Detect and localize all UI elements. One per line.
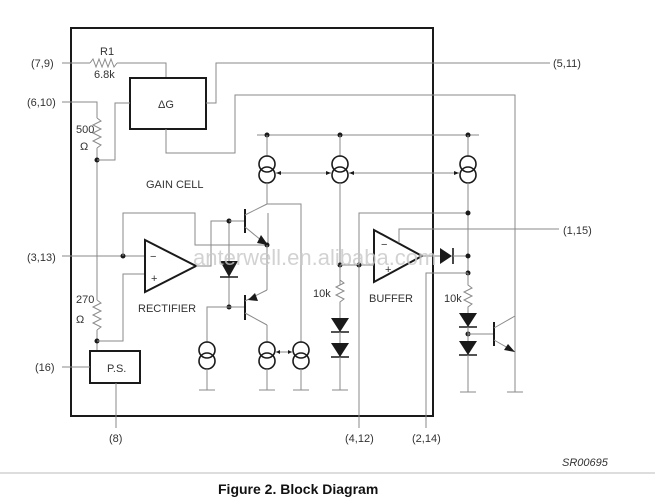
buffer-minus: − — [381, 239, 387, 251]
diode-left-1 — [331, 318, 349, 332]
r1-label: R1 — [100, 46, 114, 58]
wire-dg-bottom — [165, 94, 516, 392]
buffer-plus: + — [385, 264, 391, 276]
r1-value: 6.8k — [94, 69, 115, 81]
pin-1-15: (1,15) — [563, 225, 592, 237]
r10k-left-label: 10k — [313, 288, 331, 300]
pin-6-10: (6,10) — [27, 97, 56, 109]
buffer-diode — [440, 248, 452, 264]
rectifier-opamp — [144, 238, 199, 294]
pin-4-12: (4,12) — [345, 433, 374, 445]
pin-2-14: (2,14) — [412, 433, 441, 445]
current-source-6 — [292, 336, 310, 391]
upper-transistor — [229, 188, 302, 336]
rectifier-diode — [220, 261, 238, 277]
figure-caption: Figure 2. Block Diagram — [218, 481, 378, 497]
r270-resistor — [91, 273, 145, 351]
r270-unit: Ω — [76, 314, 84, 326]
lower-transistor — [206, 245, 268, 341]
current-source-3 — [459, 135, 477, 285]
ref-code: SR00695 — [562, 457, 609, 469]
diode-left-2 — [331, 343, 349, 357]
ps-label: P.S. — [107, 363, 126, 375]
pin-5-11: (5,11) — [553, 58, 581, 70]
right-transistor — [468, 315, 523, 393]
pin-7-9: (7,9) — [31, 58, 54, 70]
diode-right-2 — [459, 341, 477, 355]
rectifier-label: RECTIFIER — [138, 303, 196, 315]
r500-value: 500 — [76, 124, 94, 136]
current-source-4 — [198, 341, 216, 391]
rectifier-minus: − — [150, 251, 156, 263]
chip-boundary — [70, 27, 434, 417]
buffer-label: BUFFER — [369, 293, 413, 305]
current-source-5 — [258, 336, 276, 391]
current-source-1 — [258, 135, 276, 188]
pin-3-13: (3,13) — [27, 252, 56, 264]
r10k-right-label: 10k — [444, 293, 462, 305]
r270-value: 270 — [76, 294, 94, 306]
gain-cell-label: GAIN CELL — [146, 179, 203, 191]
r1-resistor — [62, 57, 167, 78]
diode-right-1 — [459, 313, 477, 327]
r500-resistor — [62, 101, 130, 300]
watermark: anterwell.en.alibaba.com — [193, 245, 436, 270]
wire-5-11 — [206, 62, 505, 104]
rectifier-plus: + — [151, 273, 157, 285]
buffer-opamp — [373, 228, 425, 284]
pin-16: (16) — [35, 362, 55, 374]
r500-unit: Ω — [80, 141, 88, 153]
delta-g-label: ΔG — [158, 99, 174, 111]
pin-8: (8) — [109, 433, 122, 445]
